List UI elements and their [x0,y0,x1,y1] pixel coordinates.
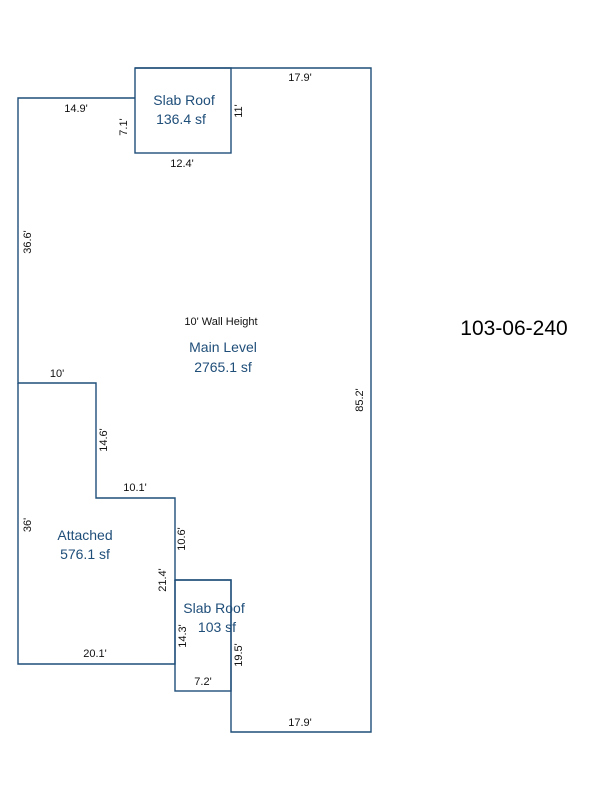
dim-slab-bottom-bottom: 7.2' [194,676,211,688]
dim-attached-step-horizontal: 10.1' [123,482,147,494]
dim-slab-top-left: 7.1' [118,118,130,135]
slab-roof-bottom-size: 103 sf [198,619,236,635]
dim-main-step-vertical: 10.6' [176,527,188,551]
attached-size: 576.1 sf [60,546,110,562]
slab-roof-bottom-name: Slab Roof [183,600,245,616]
dim-slab-bottom-right: 19.5' [233,643,245,667]
dim-attached-left: 36' [22,518,34,532]
dim-main-top-left: 14.9' [64,103,88,115]
dim-main-top-right: 17.9' [288,72,312,84]
slab-roof-bottom-outline [174,579,232,692]
main-level-outline [17,67,372,733]
main-level-size: 2765.1 sf [194,359,252,375]
attached-name: Attached [57,527,112,543]
main-level-name: Main Level [189,339,257,355]
wall-height-note: 10' Wall Height [184,316,257,328]
dim-attached-step-vertical: 14.6' [98,428,110,452]
dim-slab-bottom-left: 14.3' [177,624,189,648]
slab-roof-top-size: 136.4 sf [156,111,206,127]
dim-main-bottom: 17.9' [288,717,312,729]
dim-attached-right: 21.4' [157,568,169,592]
dim-attached-bottom: 20.1' [83,648,107,660]
dim-slab-top-right: 11' [233,104,245,118]
parcel-id: 103-06-240 [460,317,567,340]
dim-slab-top-bottom: 12.4' [170,158,194,170]
dim-attached-top: 10' [50,368,64,380]
slab-roof-top-name: Slab Roof [153,92,215,108]
dim-right-side: 85.2' [354,388,366,412]
slab-roof-top-outline [134,67,232,154]
dim-left-upper: 36.6' [22,230,34,254]
